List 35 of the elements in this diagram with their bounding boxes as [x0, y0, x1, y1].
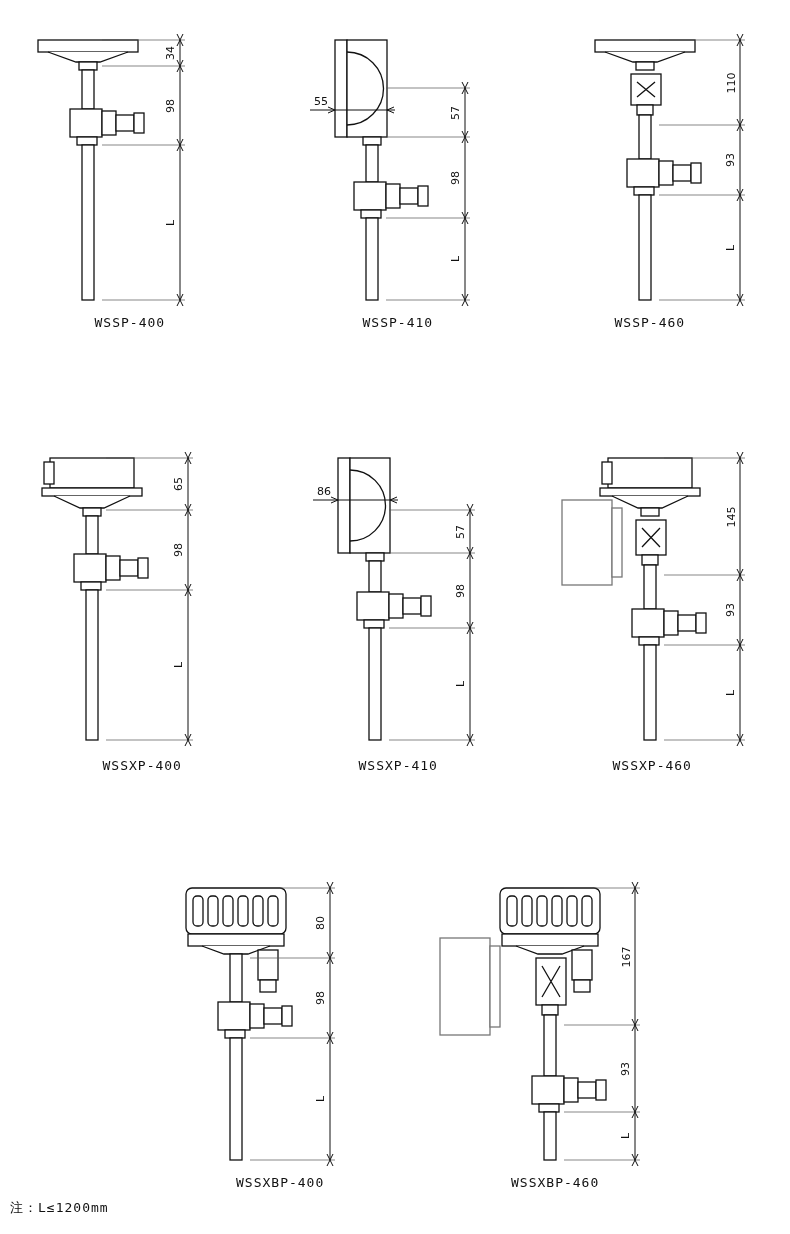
- dimension-label: 98: [315, 991, 327, 1005]
- dimension-label: 98: [165, 98, 177, 113]
- dimension-label: L: [455, 680, 468, 688]
- dimension-label: L: [165, 219, 178, 226]
- dimension-label: 65: [173, 477, 185, 491]
- dimension-label: 98: [450, 170, 462, 185]
- dimension-label: L: [620, 1132, 633, 1140]
- model-caption: WSSP-460: [614, 317, 686, 329]
- model-caption: WSSP-400: [94, 317, 166, 329]
- dimension-label: 93: [725, 153, 737, 167]
- model-caption: WSSXBP-460: [511, 1177, 600, 1189]
- model-caption: WSSXBP-400: [236, 1177, 325, 1189]
- model-caption: WSSXP-410: [358, 760, 438, 772]
- dimension-label: 86: [317, 486, 331, 498]
- dimension-label: 167: [620, 946, 632, 967]
- dimension-label: 80: [315, 916, 327, 930]
- dimension-label: 57: [450, 105, 462, 120]
- dimension-label: L: [450, 255, 463, 263]
- dimension-label: 110: [725, 72, 737, 93]
- dimension-label: 98: [455, 583, 467, 598]
- dimension-label: 34: [165, 46, 177, 60]
- dimension-label: L: [725, 244, 738, 251]
- dimension-label: 93: [620, 1061, 632, 1076]
- model-caption: WSSP-410: [362, 317, 434, 329]
- dimension-label: L: [173, 661, 186, 669]
- note-text: 注：L≤1200mm: [10, 1202, 109, 1214]
- dimension-label: 57: [455, 524, 467, 539]
- model-caption: WSSXP-460: [612, 760, 692, 772]
- dimension-label: L: [725, 689, 738, 696]
- dimension-label: 55: [314, 96, 328, 108]
- dimension-label: 93: [725, 603, 737, 617]
- model-caption: WSSXP-400: [102, 760, 182, 772]
- dimension-label: L: [315, 1095, 328, 1103]
- dimension-label: 145: [725, 506, 737, 527]
- dimension-label: 98: [173, 543, 185, 557]
